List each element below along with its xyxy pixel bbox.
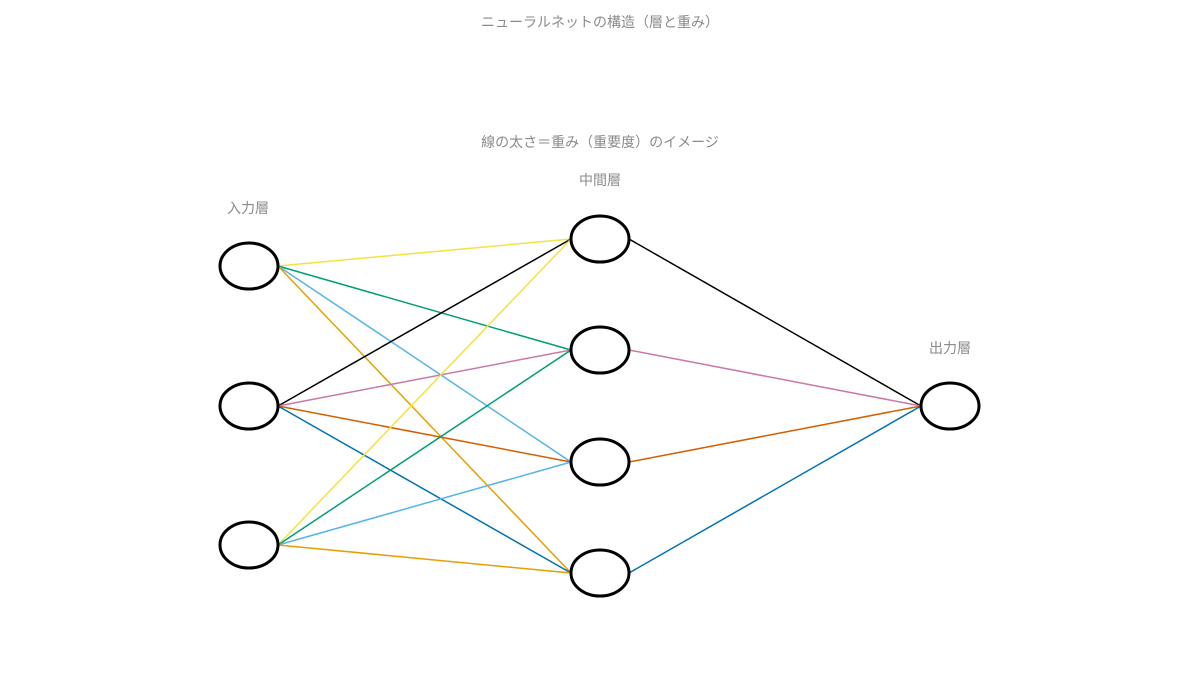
output-layer-label: 出力層: [929, 341, 971, 357]
hidden-node-4: [569, 548, 631, 598]
connection-hidden-3-output-1: [628, 405, 922, 463]
connection-input-2-hidden-3: [277, 405, 572, 463]
connection-input-3-hidden-2: [277, 349, 572, 546]
connection-hidden-1-output-1: [628, 238, 922, 407]
connection-input-1-hidden-4: [277, 265, 572, 574]
hidden-node-1: [569, 214, 631, 264]
input-node-1: [218, 241, 280, 291]
connection-input-1-hidden-1: [277, 238, 572, 267]
connection-input-3-hidden-1: [277, 238, 572, 546]
connection-hidden-4-output-1: [628, 405, 922, 574]
connection-hidden-2-output-1: [628, 349, 922, 407]
diagram-subtitle: 線の太さ＝重み（重要度）のイメージ: [481, 135, 719, 151]
diagram-title: ニューラルネットの構造（層と重み）: [481, 15, 719, 31]
connection-input-3-hidden-3: [277, 461, 572, 546]
connection-input-2-hidden-1: [277, 238, 572, 407]
connection-input-1-hidden-2: [277, 265, 572, 351]
input-layer-label: 入力層: [227, 201, 269, 217]
connections: [277, 238, 922, 574]
hidden-node-2: [569, 325, 631, 375]
connection-input-2-hidden-2: [277, 349, 572, 407]
input-node-3: [218, 520, 280, 570]
output-node-1: [919, 381, 981, 431]
hidden-node-3: [569, 437, 631, 487]
hidden-layer-label: 中間層: [579, 173, 621, 189]
connection-input-3-hidden-4: [277, 544, 572, 574]
nodes: [218, 214, 981, 598]
connection-input-1-hidden-3: [277, 265, 572, 463]
input-node-2: [218, 381, 280, 431]
connection-input-2-hidden-4: [277, 405, 572, 574]
